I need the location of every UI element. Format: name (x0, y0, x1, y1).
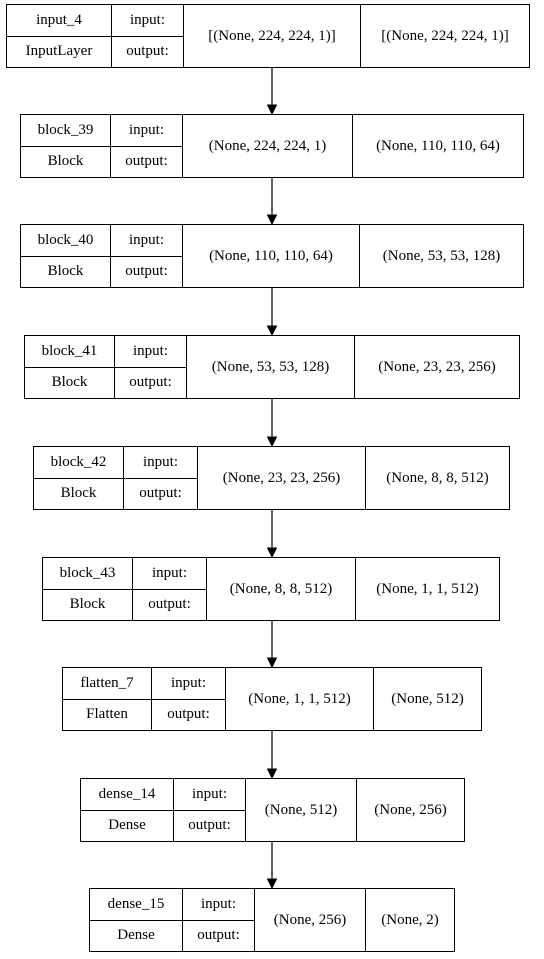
layer-name: flatten_7 (80, 674, 134, 691)
input-port-label: input: (128, 121, 164, 138)
layer-node: block_39 Block input: output: (None, 224… (20, 114, 524, 178)
port-label-column: input: output: (124, 447, 198, 509)
output-shape: (None, 2) (381, 911, 439, 928)
port-label-column: input: output: (112, 5, 184, 67)
input-port-label: input: (151, 564, 187, 581)
layer-type: Block (21, 145, 110, 178)
port-label-column: input: output: (174, 779, 246, 841)
layer-name: input_4 (36, 11, 82, 28)
layer-type: InputLayer (7, 35, 111, 68)
output-port-label: output: (174, 809, 245, 842)
port-label-column: input: output: (183, 889, 255, 951)
input-shape: (None, 1, 1, 512) (226, 668, 374, 730)
layer-type: Block (21, 255, 110, 288)
output-port-label: output: (152, 698, 225, 731)
port-label-column: input: output: (152, 668, 226, 730)
output-shape: (None, 8, 8, 512) (386, 469, 489, 486)
port-label-column: input: output: (115, 336, 187, 398)
layer-name: dense_14 (98, 785, 156, 802)
output-shape: (None, 512) (391, 690, 464, 707)
layer-node: block_42 Block input: output: (None, 23,… (33, 446, 510, 510)
output-shape: (None, 256) (374, 801, 447, 818)
layer-node: block_41 Block input: output: (None, 53,… (24, 335, 520, 399)
layer-type: Block (25, 366, 114, 399)
input-shape: (None, 8, 8, 512) (207, 558, 356, 620)
layer-name: dense_15 (107, 895, 165, 912)
layer-id-column: block_41 Block (25, 336, 115, 398)
layer-id-column: block_39 Block (21, 115, 111, 177)
input-shape: (None, 224, 224, 1) (183, 115, 353, 177)
layer-name: block_41 (41, 342, 98, 359)
output-port-label: output: (183, 919, 254, 952)
layer-id-column: flatten_7 Flatten (63, 668, 152, 730)
layer-node: flatten_7 Flatten input: output: (None, … (62, 667, 482, 731)
layer-node: dense_15 Dense input: output: (None, 256… (89, 888, 455, 952)
output-port-label: output: (111, 255, 182, 288)
layer-name: block_42 (50, 453, 107, 470)
output-port-label: output: (124, 477, 197, 510)
output-shape: (None, 110, 110, 64) (376, 137, 500, 154)
layer-node: block_40 Block input: output: (None, 110… (20, 224, 524, 288)
layer-id-column: block_42 Block (34, 447, 124, 509)
input-port-label: input: (132, 342, 168, 359)
input-port-label: input: (129, 11, 165, 28)
input-port-label: input: (142, 453, 178, 470)
layer-node: input_4 InputLayer input: output: [(None… (6, 4, 530, 68)
layer-name: block_39 (37, 121, 94, 138)
output-shape: (None, 53, 53, 128) (382, 247, 501, 264)
port-label-column: input: output: (111, 225, 183, 287)
layer-name: block_40 (37, 231, 94, 248)
input-shape: (None, 256) (255, 889, 366, 951)
layer-id-column: dense_14 Dense (81, 779, 174, 841)
input-shape: [(None, 224, 224, 1)] (184, 5, 361, 67)
layer-name: block_43 (59, 564, 116, 581)
input-shape: (None, 512) (246, 779, 357, 841)
layer-type: Block (34, 477, 123, 510)
port-label-column: input: output: (111, 115, 183, 177)
output-port-label: output: (133, 588, 206, 621)
input-port-label: input: (170, 674, 206, 691)
layer-node: dense_14 Dense input: output: (None, 512… (80, 778, 465, 842)
input-port-label: input: (128, 231, 164, 248)
layer-type: Block (43, 588, 132, 621)
port-label-column: input: output: (133, 558, 207, 620)
output-port-label: output: (111, 145, 182, 178)
layer-type: Dense (90, 919, 182, 952)
layer-type: Flatten (63, 698, 151, 731)
output-shape: (None, 23, 23, 256) (378, 358, 496, 375)
output-shape: (None, 1, 1, 512) (376, 580, 479, 597)
input-shape: (None, 110, 110, 64) (183, 225, 360, 287)
output-port-label: output: (112, 35, 183, 68)
input-shape: (None, 23, 23, 256) (198, 447, 366, 509)
input-port-label: input: (191, 785, 227, 802)
output-shape: [(None, 224, 224, 1)] (381, 27, 509, 44)
layer-id-column: block_43 Block (43, 558, 133, 620)
layer-id-column: input_4 InputLayer (7, 5, 112, 67)
input-port-label: input: (200, 895, 236, 912)
layer-type: Dense (81, 809, 173, 842)
input-shape: (None, 53, 53, 128) (187, 336, 355, 398)
layer-node: block_43 Block input: output: (None, 8, … (42, 557, 500, 621)
layer-id-column: block_40 Block (21, 225, 111, 287)
output-port-label: output: (115, 366, 186, 399)
layer-id-column: dense_15 Dense (90, 889, 183, 951)
